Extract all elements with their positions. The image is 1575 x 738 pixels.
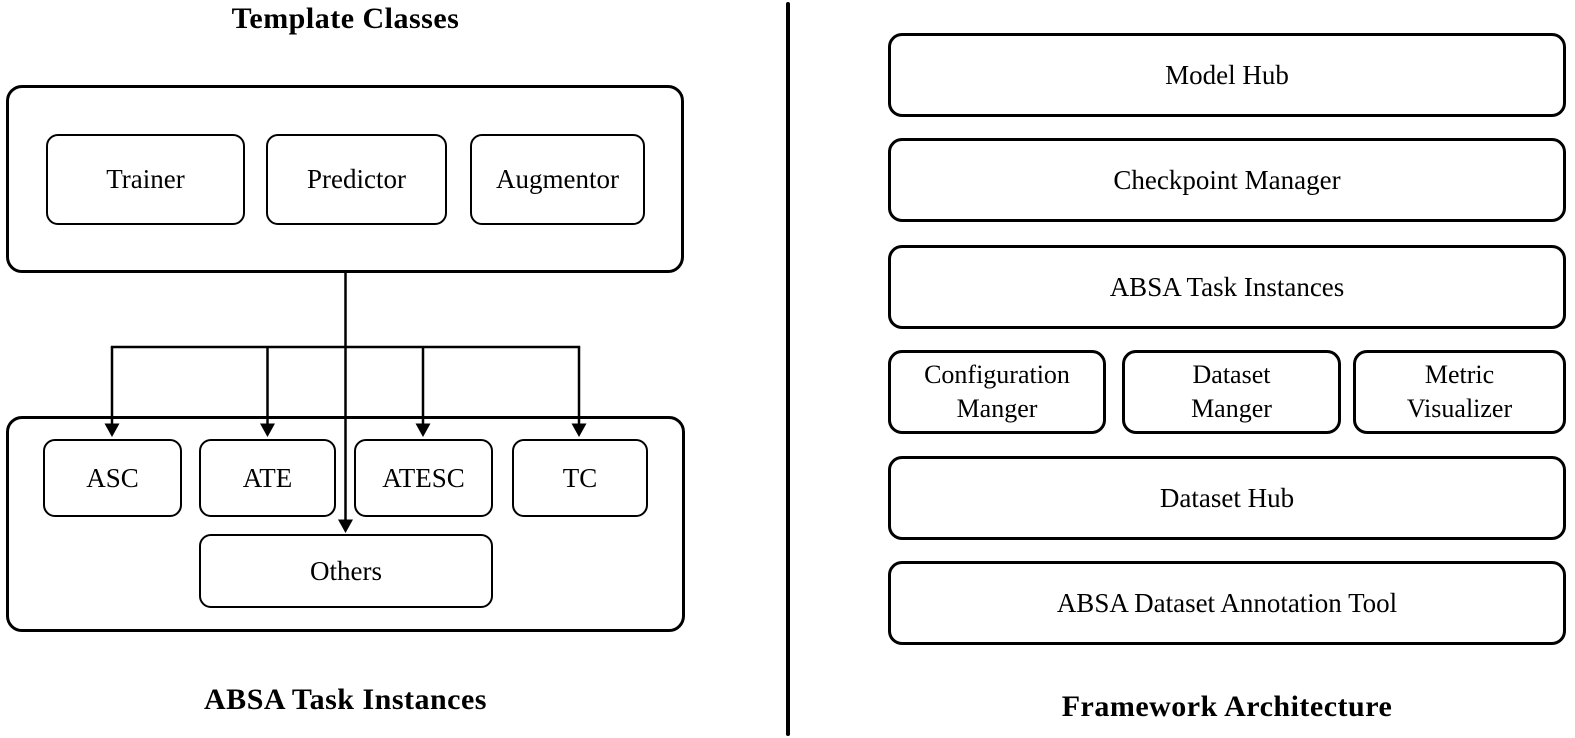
box-tc: TC [512,439,648,517]
left-panel-caption: ABSA Task Instances [204,683,487,716]
box-checkpoint-manager: Checkpoint Manager [888,138,1566,222]
box-asc: ASC [43,439,182,517]
box-predictor: Predictor [266,134,447,225]
box-dataset-hub: Dataset Hub [888,456,1566,540]
box-absa-dataset-annotation-tool: ABSA Dataset Annotation Tool [888,561,1566,645]
left-panel-title: Template Classes [231,2,460,35]
right-panel-caption: Framework Architecture [1061,690,1393,723]
box-ate: ATE [199,439,336,517]
box-augmentor: Augmentor [470,134,645,225]
panel-divider [786,2,790,736]
box-absa-task-instances: ABSA Task Instances [888,245,1566,329]
box-others: Others [199,534,493,608]
box-atesc: ATESC [354,439,493,517]
box-metric-visualizer: Metric Visualizer [1353,350,1566,434]
box-dataset-manager: Dataset Manger [1122,350,1341,434]
box-trainer: Trainer [46,134,245,225]
box-model-hub: Model Hub [888,33,1566,117]
box-configuration-manager: Configuration Manger [888,350,1106,434]
